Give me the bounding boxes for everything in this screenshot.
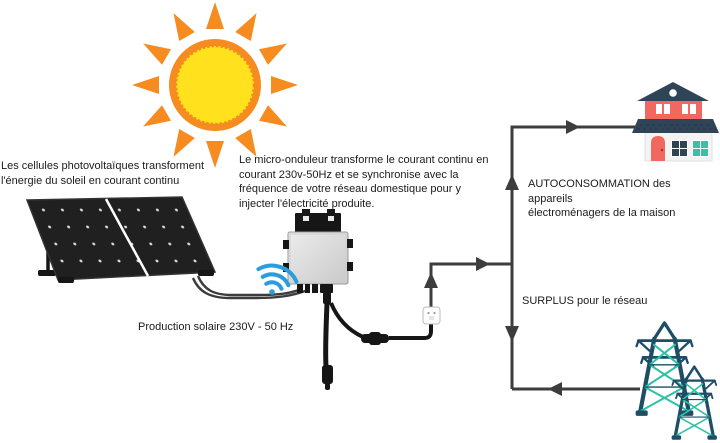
power-plug-icon [422,306,441,325]
panel-caption: Les cellules photovoltaïques transformen… [1,160,205,187]
pylon-icons [636,323,719,442]
flow-arrow-right-mid [476,257,490,271]
circuit-lines [424,120,640,396]
ac-cables [322,302,433,390]
dc-cables [191,275,309,300]
micro-inverter-icon [283,209,353,304]
inverter-caption: Le micro-onduleur transforme le courant … [239,154,489,210]
flow-arrow-down-main [505,326,519,342]
flow-arrow-left-grid [548,382,562,396]
house-lower-windows [671,140,709,157]
solar-panel-icon [25,196,217,283]
sun-icon [132,2,298,168]
flow-arrow-right-house [566,120,580,134]
flow-arrow-up-plug [424,272,438,288]
house-icon [632,82,719,162]
surplus-label: SURPLUS pour le réseau [522,295,648,307]
house-door [651,136,665,161]
house-upper-windows [656,104,696,114]
autoconsommation-label: AUTOCONSOMMATION des appareils électromé… [528,178,676,220]
wifi-icon [256,263,299,295]
flow-arrow-up-main [505,174,519,190]
production-label: Production solaire 230V - 50 Hz [138,321,294,333]
